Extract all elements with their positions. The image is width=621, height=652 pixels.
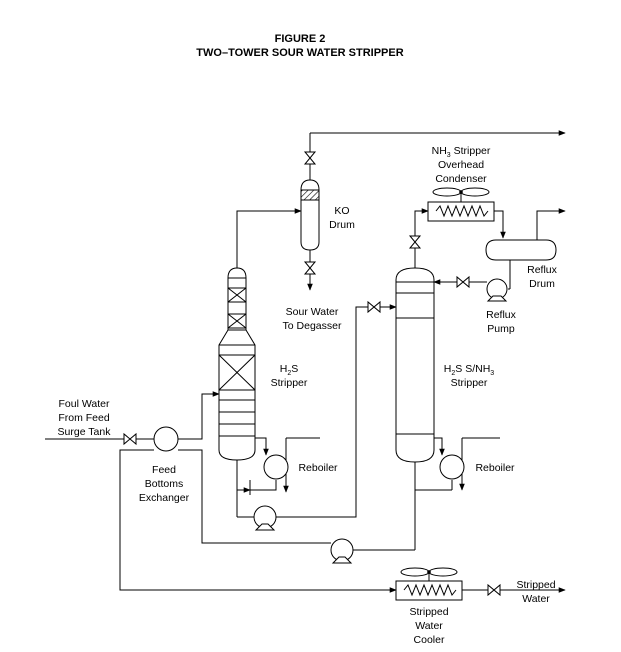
reflux-return-line [433,275,487,289]
exchanger-to-cooler-line [119,449,397,593]
sour-water-label-2: To Degasser [283,320,342,332]
condenser-to-drum-line [494,210,506,239]
h2s-stripper-label-1: H2S [280,363,299,377]
reflux-drum-label-1: Reflux [527,264,558,276]
nh3-stripper-label-1: H2S S/NH3 [444,363,495,377]
reboiler-1-lines [236,437,320,495]
nh3-stripper-column [395,267,435,463]
ko-drum [300,179,320,251]
sour-water-line [303,250,317,291]
h2s-bottoms-pump [236,490,277,531]
foul-water-label-1: Foul Water [59,398,110,410]
ko-drum-label-1: KO [334,205,349,217]
h2s-stripper-label-2: Stripper [271,377,308,389]
foul-water-feed-line [45,391,220,446]
feed-exchanger-label-2: Bottoms [145,478,184,490]
reflux-drum [485,239,557,261]
condenser-label-1: NH3 Stripper [432,145,491,159]
reflux-pump [486,260,511,302]
reflux-drum-vent-line [536,208,566,240]
ko-drum-label-2: Drum [329,219,355,231]
sour-water-label-1: Sour Water [286,306,339,318]
cooler-label-3: Cooler [414,634,445,646]
h2s-stripper-column [218,267,256,461]
ko-drum-top-valve [303,151,317,165]
condenser-label-3: Condenser [435,173,487,185]
cooler-label-2: Water [415,620,443,632]
nh3-overhead-line [408,208,429,268]
nh3-stripper-label-2: Stripper [451,377,488,389]
reboiler-2 [439,454,465,480]
bottoms-to-exchanger-line [178,449,331,544]
feed-exchanger-label-3: Exchanger [139,492,190,504]
feed-exchanger-label-1: Feed [152,464,176,476]
feed-bottoms-exchanger [153,426,179,452]
nh3-feed-valve [367,300,381,314]
reflux-pump-label-2: Pump [487,323,515,335]
foul-water-label-2: From Feed [58,412,110,424]
h2s-to-nh3-feed-line [276,304,397,518]
nh3-bottoms-line [353,490,416,551]
figure-title: TWO–TOWER SOUR WATER STRIPPER [196,47,403,59]
figure-number: FIGURE 2 [275,33,326,45]
stripped-water-label-2: Water [522,593,550,605]
nh3-bottoms-pump [330,538,354,564]
reboiler-2-label: Reboiler [475,462,515,474]
stripped-water-cooler [395,567,463,601]
reboiler-1 [263,454,289,480]
reflux-pump-label-1: Reflux [486,309,517,321]
nh3-overhead-condenser [427,187,495,222]
reflux-drum-label-2: Drum [529,278,555,290]
foul-water-label-3: Surge Tank [58,426,112,438]
reboiler-1-label: Reboiler [298,462,338,474]
stripped-water-label-1: Stripped [516,579,555,591]
h2s-overhead-line [236,208,302,270]
cooler-label-1: Stripped [409,606,448,618]
stripped-water-outlet-line [462,583,566,597]
condenser-label-2: Overhead [438,159,484,171]
